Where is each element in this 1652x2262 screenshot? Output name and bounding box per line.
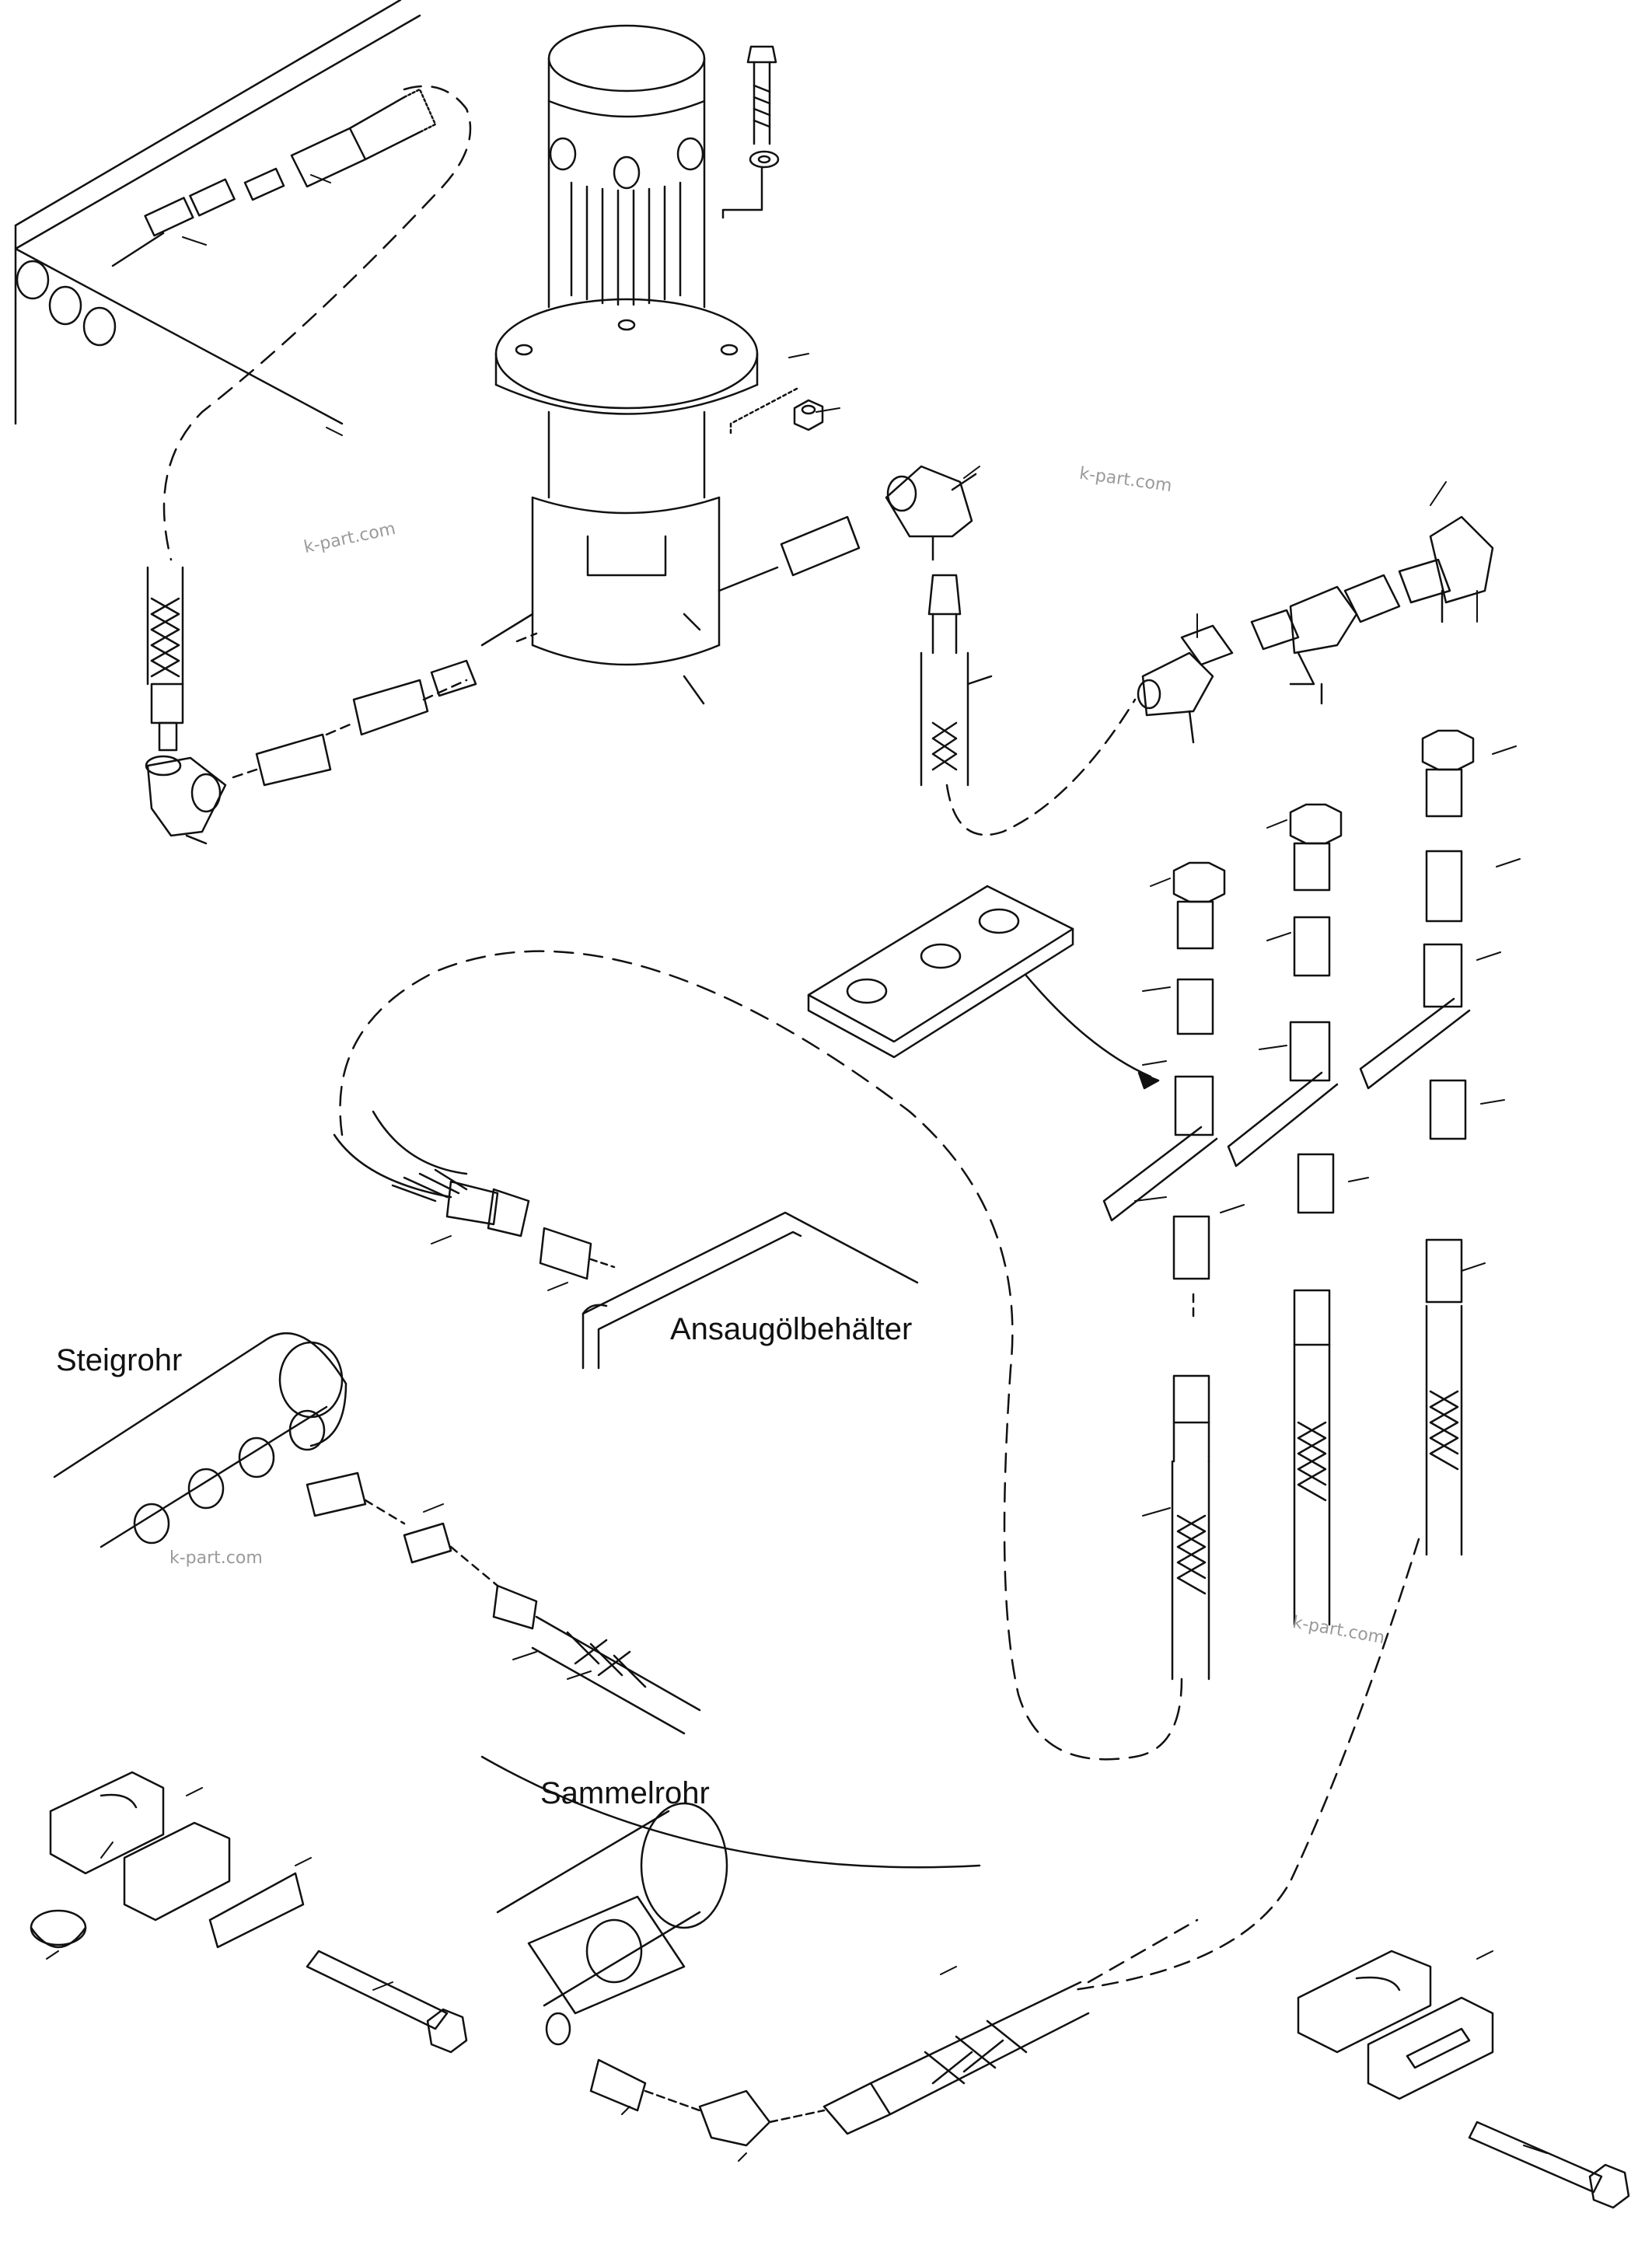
riser-pipe-label: Steigrohr: [56, 1343, 183, 1377]
callout-leaders: [47, 175, 1547, 2161]
bolt-washer-nut: [723, 47, 823, 435]
clamp-bottom-right: [1298, 1951, 1629, 2208]
riser-pipe: [54, 1333, 700, 1733]
tee-fittings: [1138, 517, 1493, 742]
collector-pipe: [498, 1803, 1197, 2145]
motor-pump-unit: [482, 26, 777, 665]
hose-center: [921, 575, 1135, 835]
hose-suction-tank: [334, 1112, 614, 1279]
suction-tank-label: Ansaugölbehälter: [670, 1312, 913, 1346]
hose-loop-dashed: [341, 951, 1182, 1868]
mounting-plate: [809, 886, 1158, 1088]
fittings-lower-motor: [233, 614, 704, 785]
collector-pipe-label: Sammelrohr: [540, 1776, 710, 1810]
hose-left-vertical: [146, 567, 225, 843]
elbow-fitting-top: [781, 466, 976, 575]
valve-stack-right: [1073, 731, 1473, 1990]
suction-tank-outline: [583, 1213, 917, 1368]
valve-stack-middle: [1228, 805, 1341, 1625]
hose-top-left: [145, 86, 470, 560]
clamp-bottom-left: [31, 1772, 466, 2052]
watermark: k-part.com: [169, 1548, 263, 1568]
tank-plate-top-left: [16, 0, 420, 424]
valve-stack-left: [1104, 863, 1224, 1679]
